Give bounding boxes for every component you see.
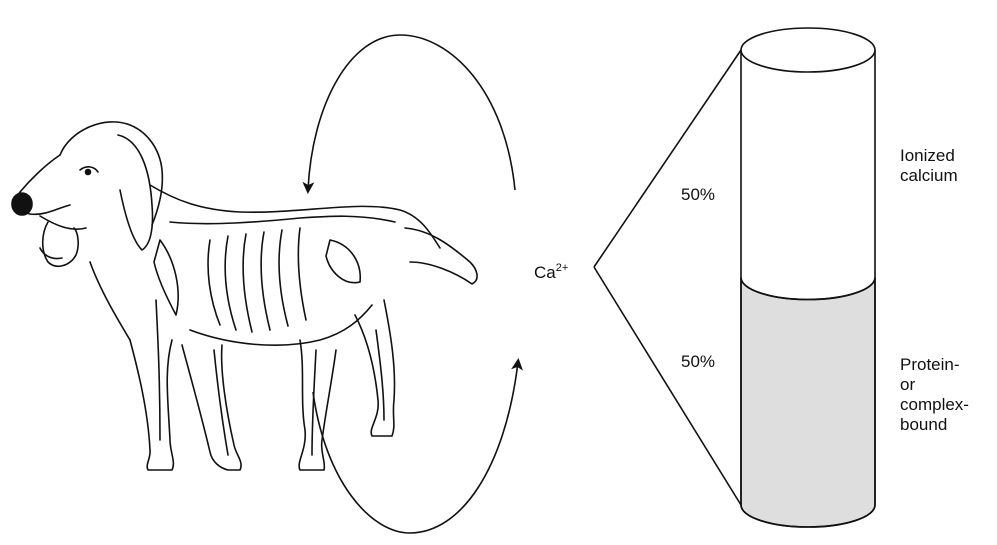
bound-label-line: Protein- — [900, 355, 969, 375]
ionized-label-line: calcium — [900, 166, 958, 186]
ionized-label: Ionized calcium — [900, 146, 958, 186]
ion-charge: 2+ — [556, 262, 569, 274]
ionized-label-line: Ionized — [900, 146, 958, 166]
ionized-percent: 50% — [681, 185, 715, 205]
wedge-upper-line — [594, 50, 741, 267]
cycle-arrow-down — [308, 35, 515, 190]
cylinder-top — [741, 28, 875, 72]
bound-label-line: or — [900, 375, 969, 395]
bound-segment-fill — [741, 278, 875, 528]
calcium-cylinder — [741, 28, 875, 527]
cycle-arrow-up — [313, 362, 518, 533]
wedge-lower-line — [594, 267, 741, 505]
bound-label: Protein- or complex- bound — [900, 355, 969, 435]
bound-label-line: bound — [900, 415, 969, 435]
ion-base: Ca — [534, 263, 556, 282]
dog-skeleton-illustration — [12, 122, 477, 470]
bound-percent: 50% — [681, 352, 715, 372]
bound-label-line: complex- — [900, 395, 969, 415]
ion-label: Ca2+ — [534, 258, 568, 283]
